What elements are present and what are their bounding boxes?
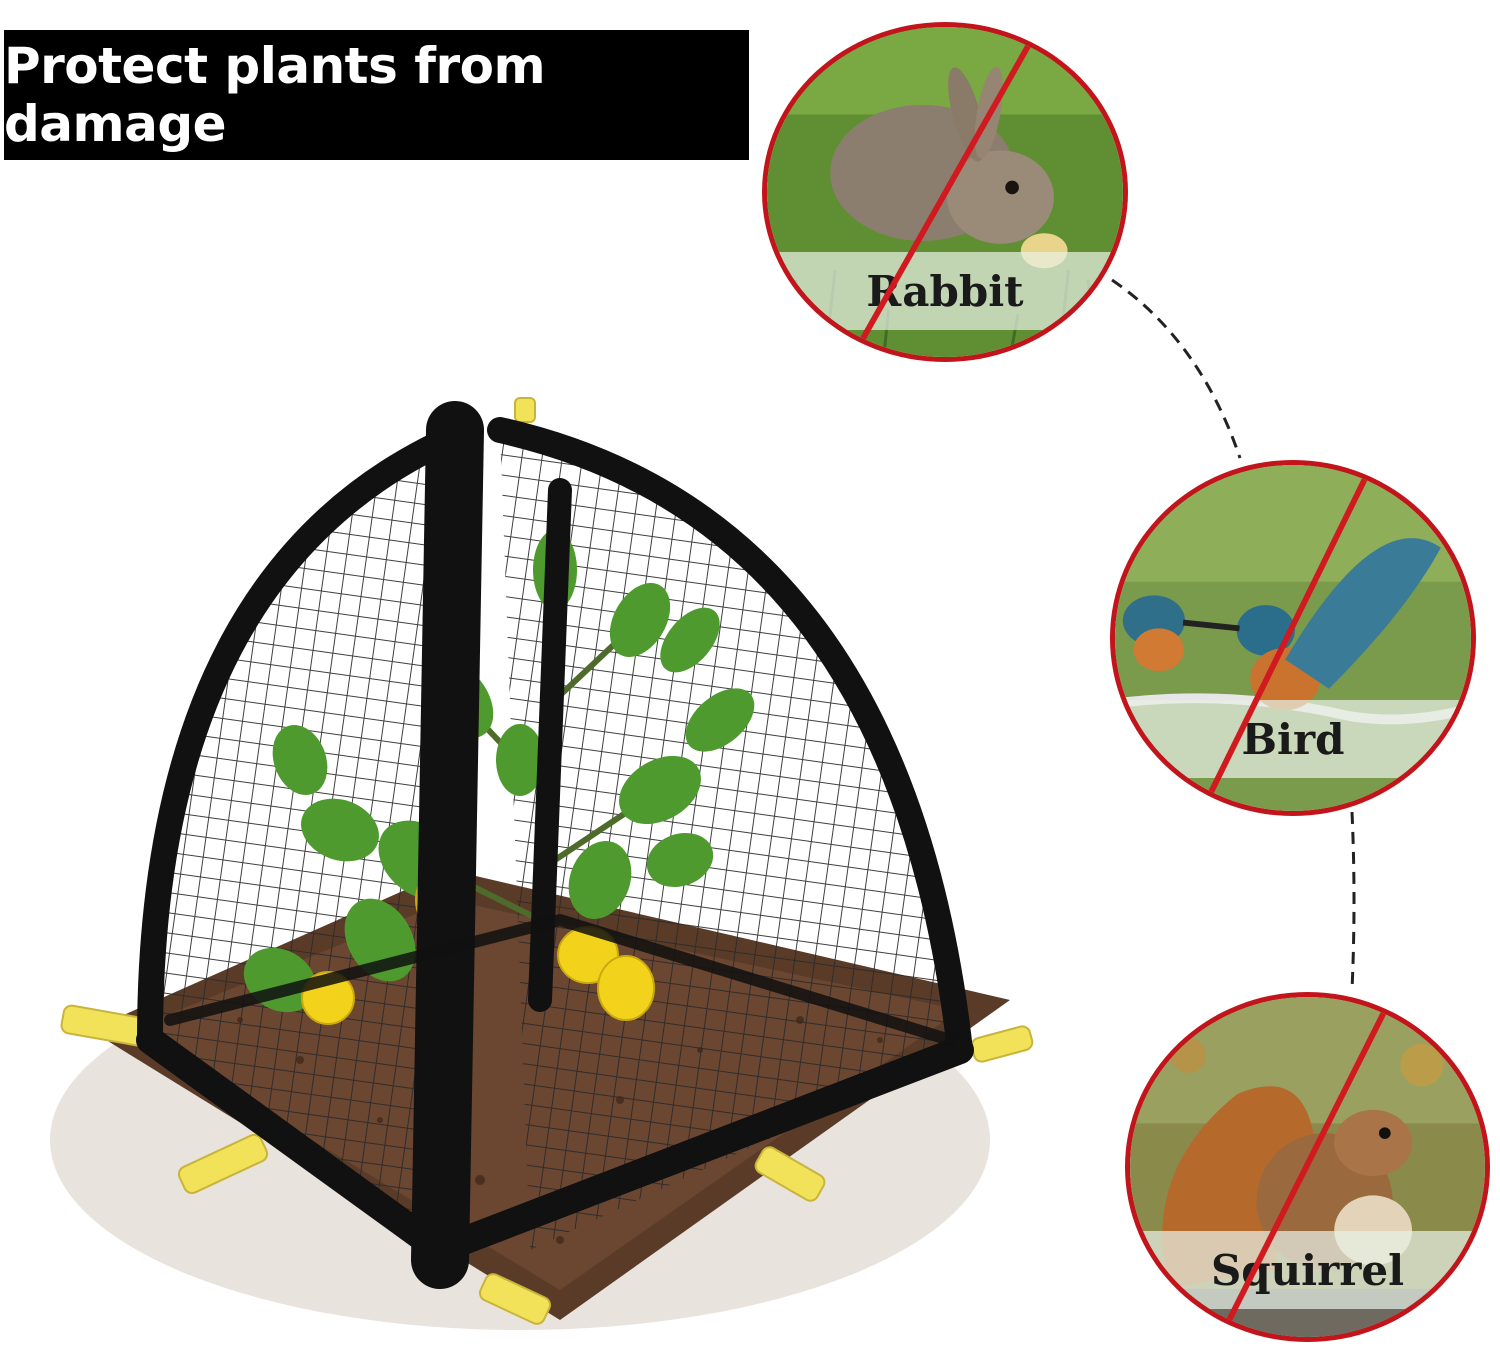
bird-badge: Bird: [1110, 460, 1476, 816]
headline-banner: Protect plants from damage: [4, 30, 749, 160]
prohibit-slash-icon: [853, 33, 1038, 352]
bird-label: Bird: [1241, 714, 1345, 764]
prohibit-slash-icon: [1222, 1003, 1391, 1329]
rabbit-label-band: Rabbit: [767, 252, 1123, 330]
squirrel-badge: Squirrel: [1125, 992, 1490, 1342]
rabbit-badge: Rabbit: [762, 22, 1128, 362]
strap-icons: [60, 397, 1034, 1325]
headline-text: Protect plants from damage: [4, 37, 546, 153]
connector-bird-squirrel: [1350, 811, 1356, 991]
prohibit-slash-icon: [1204, 471, 1371, 801]
connector-rabbit-bird: [1111, 278, 1242, 459]
cage-frame: [136, 401, 974, 1289]
net-left-panel: [150, 430, 450, 1260]
bird-label-band: Bird: [1115, 700, 1471, 778]
squirrel-label-band: Squirrel: [1130, 1231, 1485, 1309]
